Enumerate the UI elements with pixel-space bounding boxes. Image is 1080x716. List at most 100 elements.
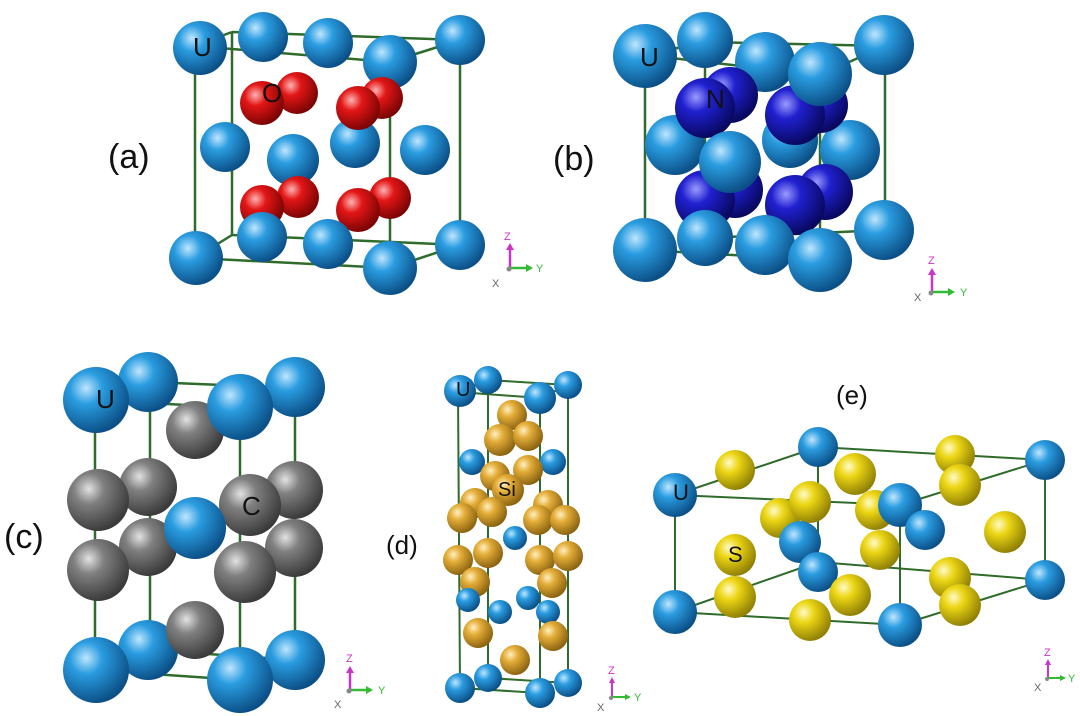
c-atom [219,474,281,536]
panel-b-axis-z: Z [928,255,935,267]
u-atom [459,449,485,475]
u-atom [303,219,353,269]
o-atom [277,176,319,218]
panel-b-structure: U N Z Y X [613,12,968,304]
panel-c-label: (c) [4,518,44,556]
panel-c-axis-x: X [334,699,342,711]
u-atom [444,375,476,407]
u-atom [1025,560,1065,600]
u-atom [63,637,129,703]
u-atom [237,212,287,262]
si-atom [513,421,543,451]
panel-e-axis-triad: Z Y X [1034,647,1076,694]
panel-b-atom-label-n: N [706,84,725,114]
u-atom [363,35,417,89]
u-atom [613,24,677,88]
panel-a-axis-z: Z [504,231,511,243]
s-atom [714,576,756,618]
si-atom [443,545,473,575]
panel-c-atoms [63,352,325,713]
panel-d-structure: U Si Z Y X [443,366,642,714]
panel-a-structure: U O Z Y X [169,12,544,295]
u-atom [488,600,512,624]
panel-a-label: (a) [108,138,150,176]
panel-a-atoms [169,12,485,295]
panel-d-label: (d) [386,530,418,560]
si-atom [477,497,507,527]
panel-e-label: (e) [836,380,868,410]
panel-d-axis-triad: Z Y X [597,665,642,714]
s-atom [789,481,831,523]
panel-c-atom-label-c: C [242,491,261,521]
si-atom [497,400,527,430]
panel-e-axis-z: Z [1044,647,1051,659]
si-atom [447,503,477,533]
u-atom [363,241,417,295]
panel-d-axis-y: Y [634,692,642,704]
u-atom [653,590,697,634]
s-atom [860,530,900,570]
panel-d-atom-label-si: Si [498,479,516,501]
panel-e-atom-label-s: S [728,542,743,567]
u-atom [63,367,129,433]
panel-b-axis-y: Y [960,287,968,299]
s-atom [789,599,831,641]
u-atom [516,586,540,610]
panel-b-axis-triad: Z Y X [914,255,968,304]
u-atom [820,120,880,180]
n-atom [675,78,735,138]
u-atom [788,42,852,106]
u-atom [525,678,555,708]
u-atom [200,122,250,172]
si-atom [463,618,493,648]
c-atom [119,458,177,516]
u-atom [265,630,325,690]
u-atom [435,220,485,270]
panel-d-atom-label-u: U [456,379,470,401]
panel-d-axis-x: X [597,702,605,714]
u-atom [265,357,325,417]
c-atom [265,519,323,577]
si-atom [492,474,524,506]
panel-e-atoms [653,427,1065,647]
si-atom [553,541,583,571]
u-atom [456,588,480,612]
u-atom [540,449,566,475]
panel-b-atoms [613,12,914,292]
si-atom [473,538,503,568]
si-atom [484,424,516,456]
panel-e-axis-y: Y [1068,673,1076,685]
si-atom [523,505,553,535]
o-atom [336,86,380,130]
c-atom [166,601,224,659]
si-atom [538,621,568,651]
panel-b-label: (b) [553,140,595,178]
panel-a-axis-y: Y [536,263,544,275]
panel-c-structure: U C Z Y X [63,352,386,713]
u-atom [653,473,697,517]
u-atom [735,215,795,275]
panel-e-atom-label-u: U [673,480,689,505]
s-atom [939,584,981,626]
c-atom [67,539,129,601]
u-atom [164,497,226,559]
u-atom [118,352,178,412]
panel-c-axis-z: Z [346,653,353,665]
panel-d-atoms [443,366,583,708]
panel-a-atom-label-u: U [193,32,212,62]
s-atom [984,511,1026,553]
u-atom [536,600,560,624]
u-atom [798,552,838,592]
u-atom [905,510,945,550]
panel-e-structure: U S Z Y X [653,427,1076,694]
o-atom [336,188,380,232]
u-atom [798,427,838,467]
s-atom [829,574,871,616]
u-atom [878,603,922,647]
s-atom [939,464,981,506]
panel-a-axis-x: X [492,278,500,290]
u-atom [677,12,733,68]
u-atom [207,374,273,440]
s-atom [714,534,756,576]
u-atom [238,12,288,62]
